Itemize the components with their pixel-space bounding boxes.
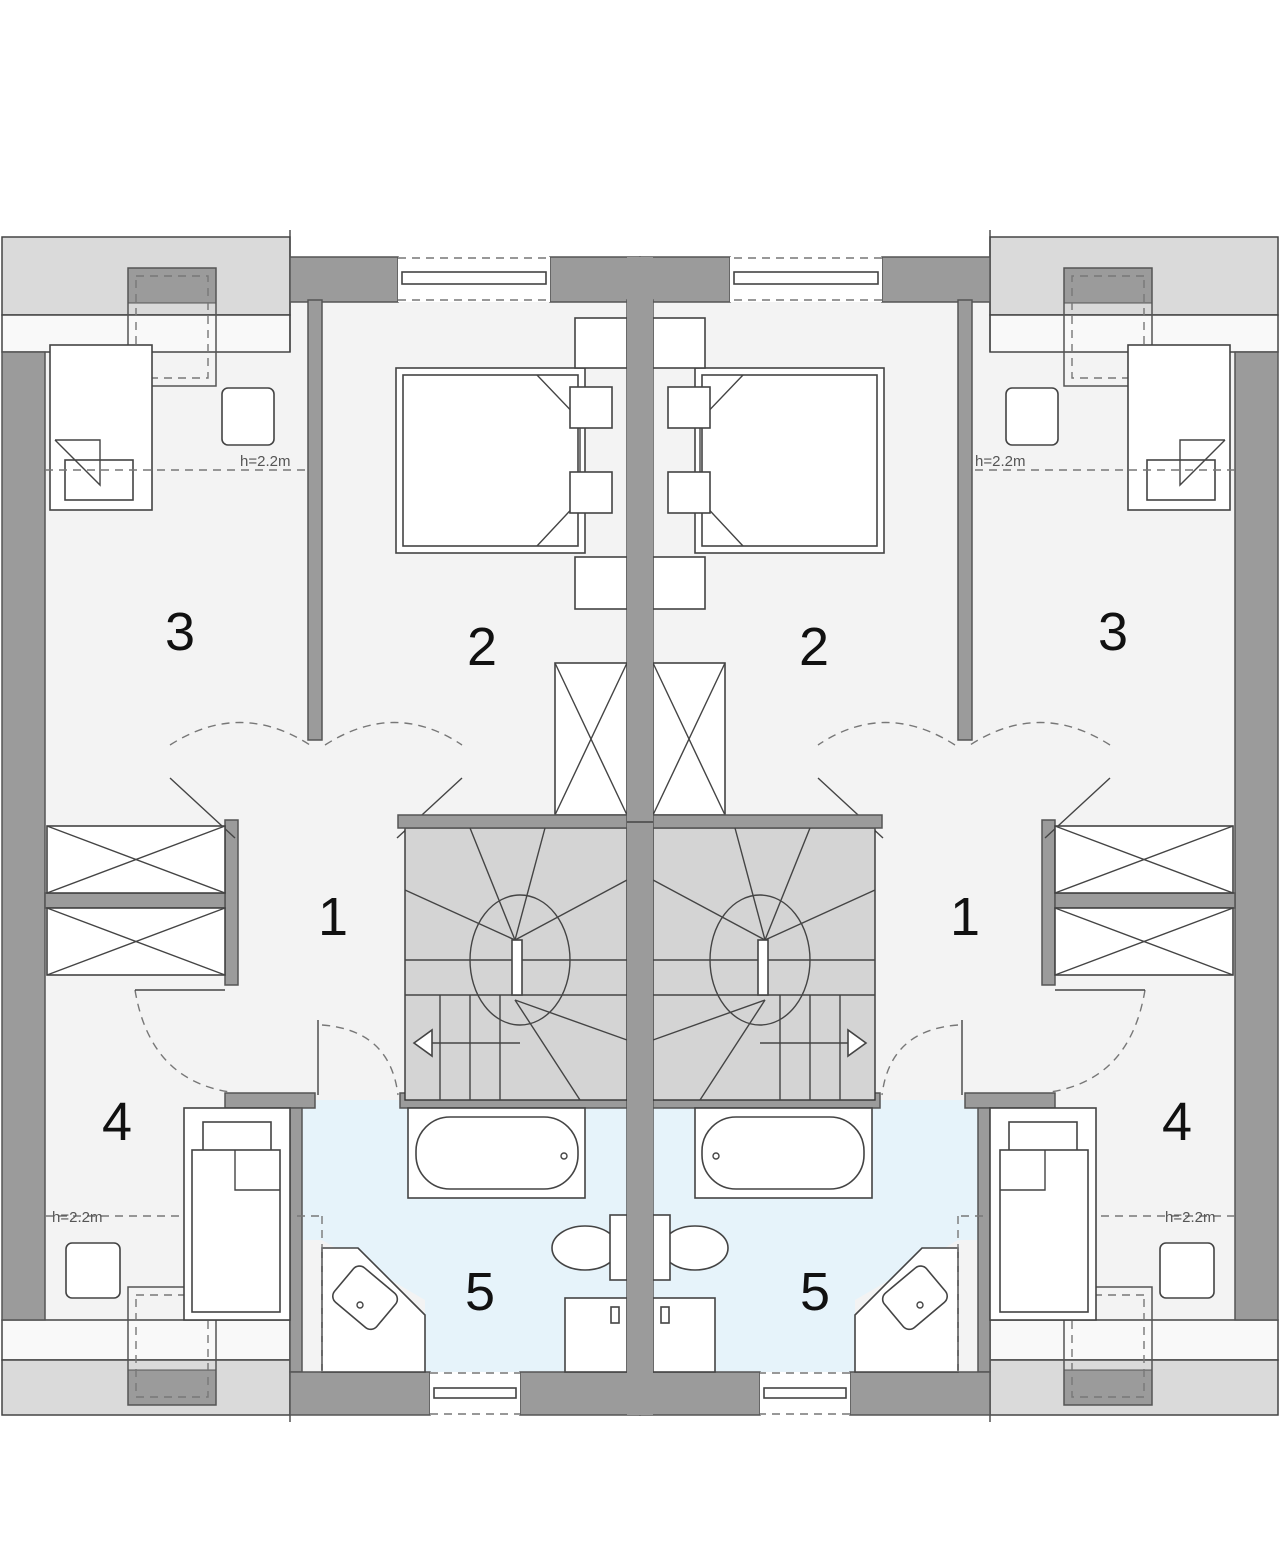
- party-wall: [627, 257, 653, 1415]
- height-note-right-bottom: h=2.2m: [1165, 1209, 1215, 1226]
- height-note-left-bottom: h=2.2m: [52, 1209, 102, 1226]
- right-unit: [639, 229, 1279, 1423]
- room-1-label-left: 1: [318, 887, 348, 947]
- room-3-label-left: 3: [165, 602, 195, 662]
- room-4-label-left: 4: [102, 1092, 132, 1152]
- height-note-left-top: h=2.2m: [240, 453, 290, 470]
- room-5-label-left: 5: [465, 1262, 495, 1322]
- room-2-label-left: 2: [467, 617, 497, 677]
- room-4-label-right: 4: [1162, 1092, 1192, 1152]
- room-3-label-right: 3: [1098, 602, 1128, 662]
- room-5-label-right: 5: [800, 1262, 830, 1322]
- height-note-right-top: h=2.2m: [975, 453, 1025, 470]
- room-2-label-right: 2: [799, 617, 829, 677]
- left-unit: [1, 229, 641, 1423]
- room-1-label-right: 1: [950, 887, 980, 947]
